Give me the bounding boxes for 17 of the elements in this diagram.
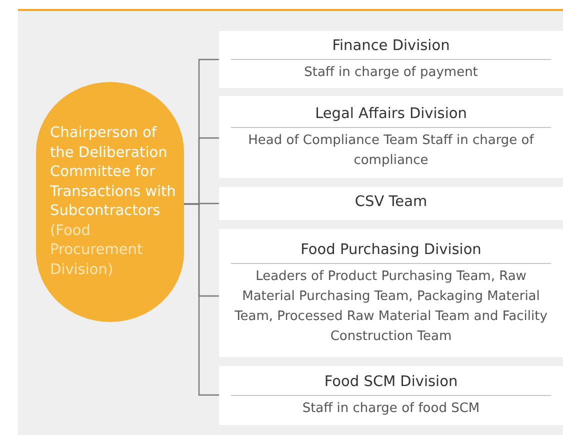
division-members: Staff in charge of payment [303, 64, 479, 82]
division-box [219, 96, 563, 178]
chairperson-title: Chairperson of the Deliberation Committee for Transactions with Subcontractors [50, 124, 177, 221]
division-box [219, 31, 563, 88]
division-note: (Food Procurement Division) [50, 222, 144, 280]
division-heading: Food SCM Division [231, 372, 551, 396]
division-heading: CSV Team [354, 193, 428, 212]
division-heading: Food Purchasing Division [231, 240, 551, 264]
division-heading: Legal Affairs Division [231, 104, 551, 128]
division-box [219, 229, 563, 357]
division-heading: Finance Division [231, 36, 551, 60]
connector-line [183, 203, 219, 396]
division-members: Head of Compliance Team Staff in charge of compliance [247, 132, 536, 170]
division-box [219, 187, 563, 220]
division-members: Leaders of Product Purchasing Team, Raw Material Purchasing Team, Packaging Material Team, Processed Raw Material Team and Facility Construction Team [234, 268, 548, 346]
division-box [219, 366, 563, 425]
division-members: Staff in charge of food SCM [301, 400, 481, 418]
